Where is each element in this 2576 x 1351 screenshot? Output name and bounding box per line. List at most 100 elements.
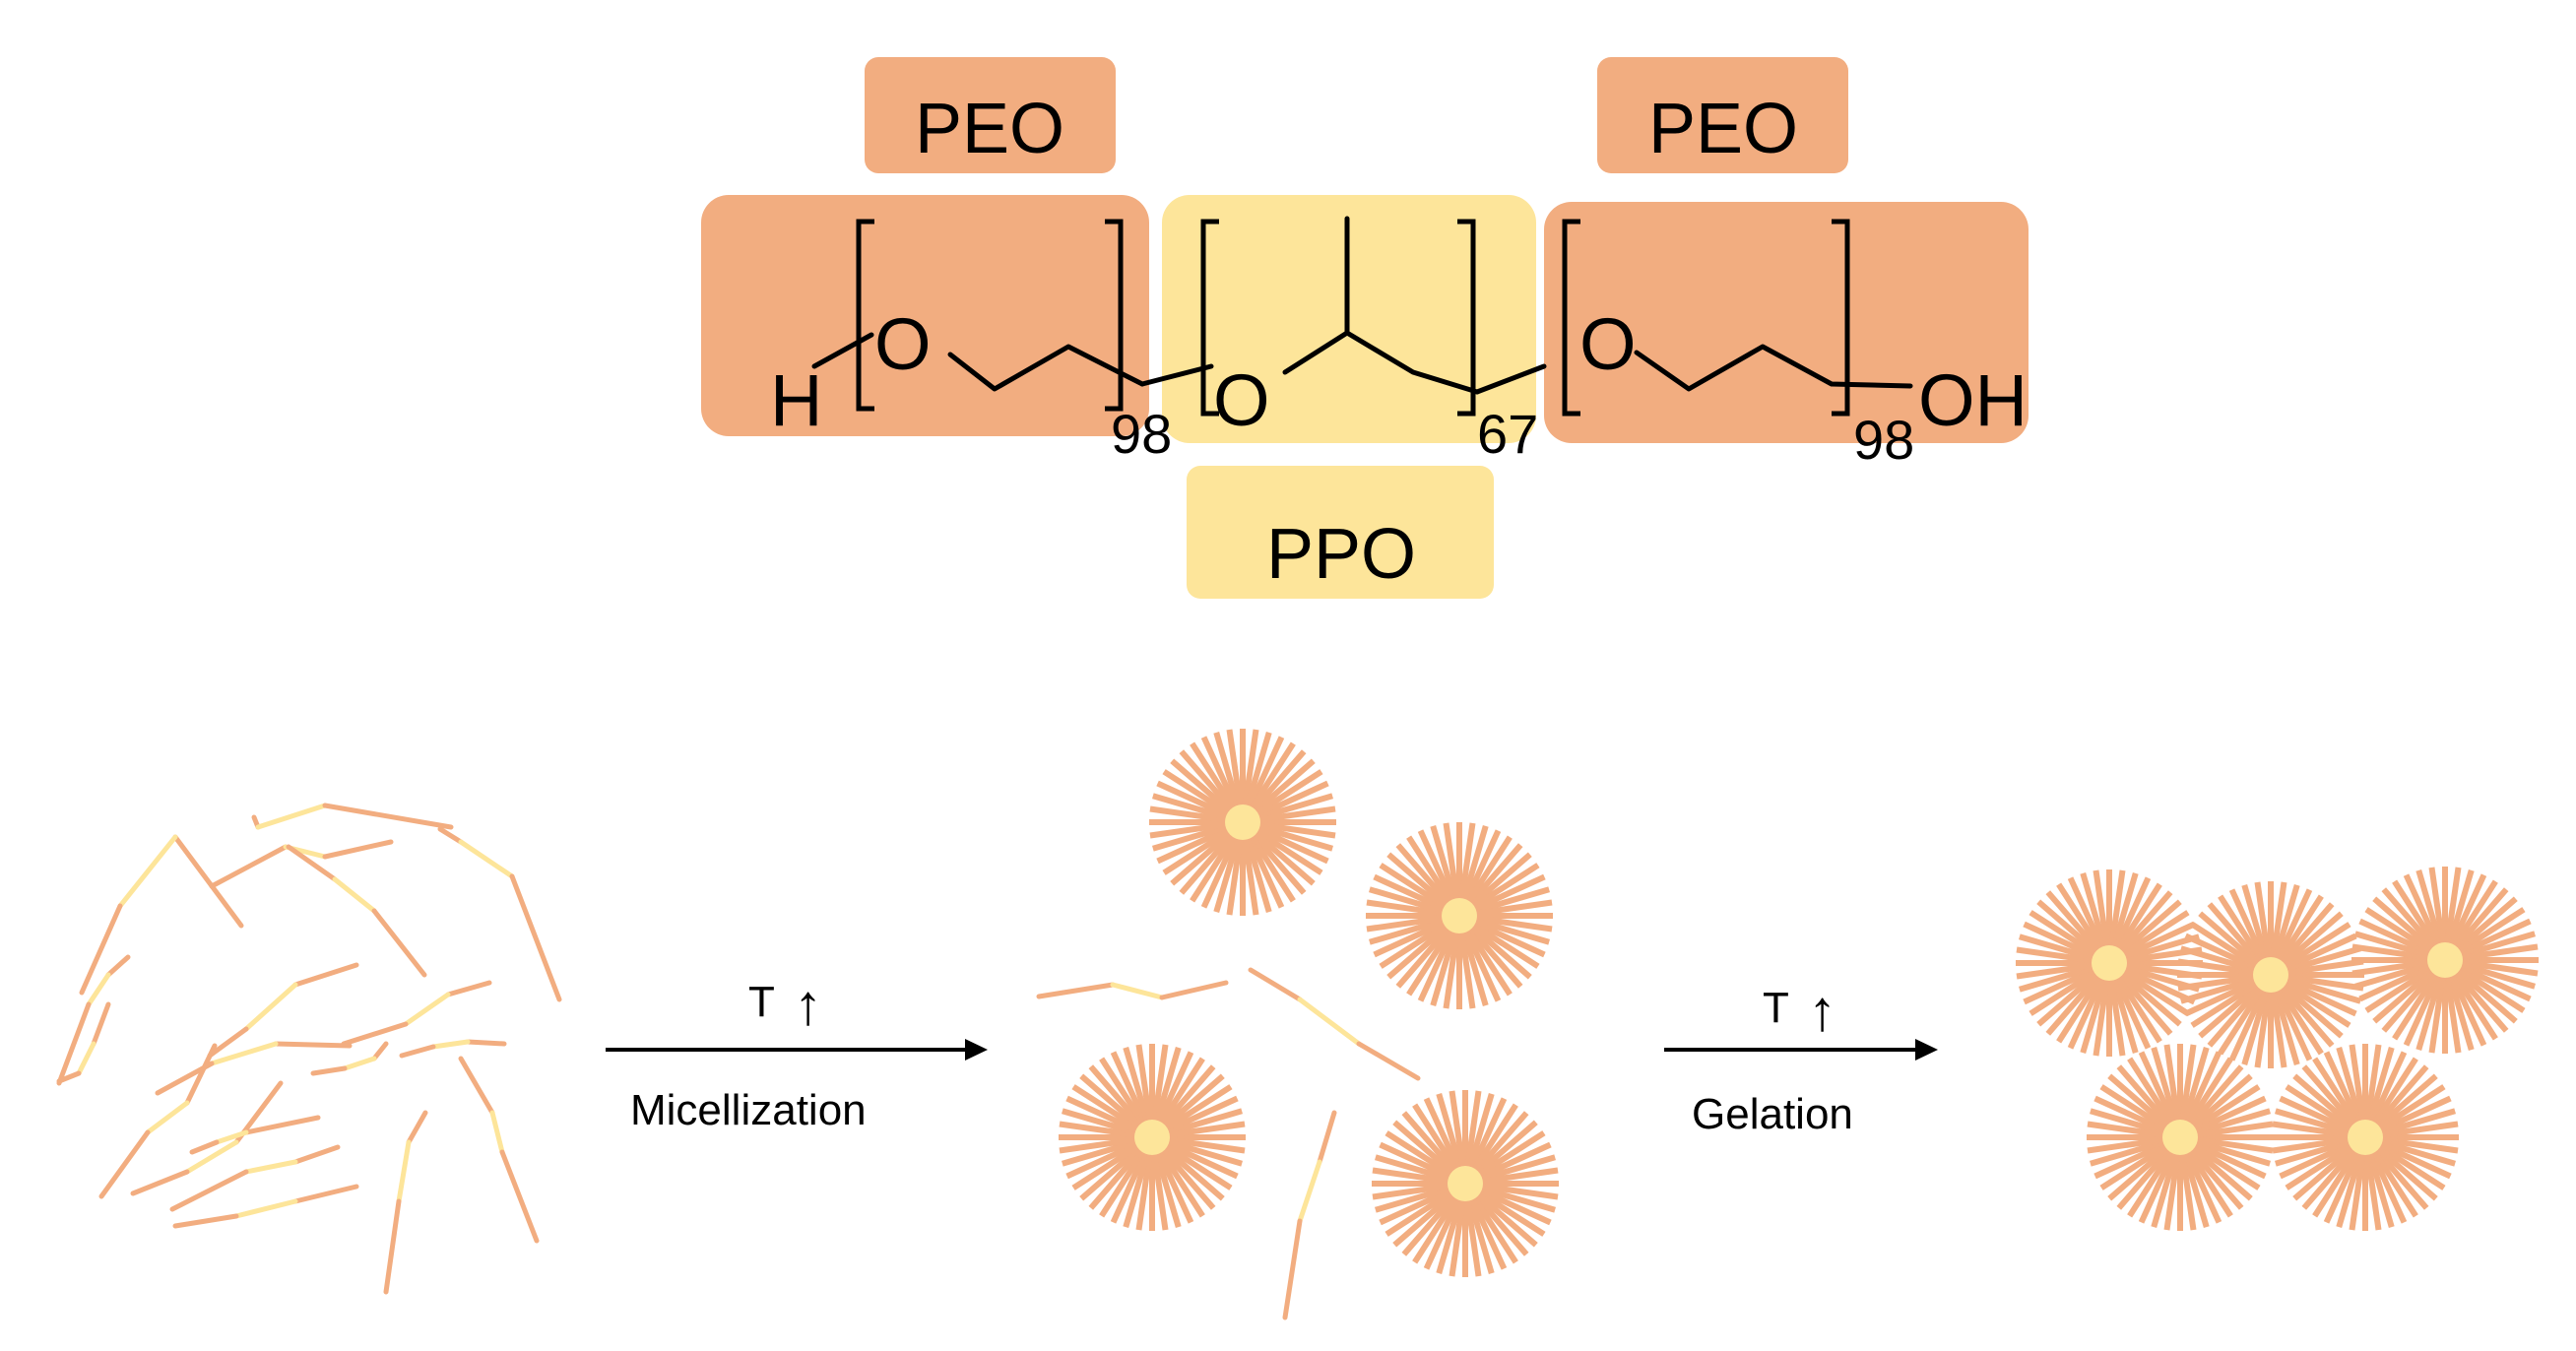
micelle-arm bbox=[1244, 736, 1285, 814]
micelle-arm bbox=[2279, 1138, 2357, 1180]
micelle-core bbox=[1134, 1120, 1170, 1155]
micelle-arm bbox=[2110, 876, 2152, 955]
micelle-arm bbox=[2363, 1044, 2382, 1127]
ppo-segment bbox=[1297, 1159, 1322, 1224]
micelle-arm bbox=[2373, 1138, 2452, 1180]
ppo-segment bbox=[76, 1041, 97, 1076]
peo-segment bbox=[207, 1026, 249, 1059]
ppo-segment bbox=[489, 1110, 505, 1155]
micelle-arm bbox=[1150, 1044, 1169, 1127]
micelle-arm bbox=[2107, 869, 2126, 953]
micelle-arm bbox=[2277, 979, 2344, 1039]
micelle-arm bbox=[2187, 1140, 2261, 1190]
micelle-arm bbox=[1160, 1095, 1239, 1136]
micelle-arm bbox=[1471, 1120, 1538, 1180]
peo-label-right: PEO bbox=[1648, 90, 1798, 168]
micelle-arm bbox=[1153, 1051, 1194, 1129]
micelle-arm bbox=[2415, 869, 2445, 951]
micelle-arm bbox=[1463, 843, 1523, 910]
micelle-arm bbox=[2349, 1044, 2367, 1127]
peo-segment bbox=[371, 1041, 389, 1062]
micelle-arm bbox=[1373, 917, 1451, 958]
micelle-arm bbox=[2178, 1147, 2197, 1231]
peo-segment bbox=[445, 980, 492, 997]
micelle-arm bbox=[2336, 1047, 2365, 1128]
micelle-arm bbox=[2138, 1145, 2179, 1224]
micelle-arm bbox=[1471, 1188, 1538, 1248]
micelle-arm bbox=[1472, 1130, 1546, 1181]
micelle bbox=[2087, 1044, 2274, 1231]
peo-segment bbox=[169, 1169, 249, 1212]
repeat-brackets bbox=[856, 219, 1850, 417]
micelle-arm bbox=[1423, 1191, 1464, 1270]
micelle-arm bbox=[1249, 758, 1316, 818]
micelle-arm bbox=[2354, 960, 2436, 990]
peo-segment bbox=[406, 1110, 428, 1145]
micelle-arm bbox=[1159, 1084, 1233, 1134]
micelle-arm bbox=[2280, 945, 2361, 975]
micelle-arm bbox=[1200, 830, 1242, 909]
chemical-structure: PEO PEO PPO H O O O OH 98 67 98 bbox=[701, 57, 2029, 599]
micelle-core bbox=[2162, 1120, 2198, 1155]
ppo-segment bbox=[214, 1129, 249, 1145]
micelle-arm bbox=[2180, 945, 2262, 975]
micelle-arm bbox=[2116, 1143, 2176, 1210]
micelle-arm bbox=[2023, 964, 2101, 1005]
micelle-arm bbox=[2112, 970, 2162, 1044]
micelle-arm bbox=[2181, 1145, 2222, 1224]
micelle-arm bbox=[2180, 1047, 2210, 1128]
unimer-chains bbox=[56, 803, 562, 1295]
micelle-arm bbox=[1466, 1097, 1508, 1176]
micelle-arm bbox=[2177, 973, 2261, 992]
micelle-arm bbox=[2115, 967, 2182, 1027]
micelle-arm bbox=[1468, 1190, 1518, 1264]
residual-chains bbox=[1036, 967, 1421, 1320]
micelle-arm bbox=[1406, 835, 1456, 909]
micelle-arm bbox=[1241, 832, 1259, 916]
micelle-arm bbox=[2127, 1144, 2177, 1218]
micelle-arm bbox=[1375, 1154, 1456, 1184]
micelle-arm bbox=[2392, 967, 2442, 1041]
bond-peo-left bbox=[811, 332, 1145, 392]
micelle-arm bbox=[1395, 843, 1455, 910]
micelle-arm bbox=[1149, 820, 1233, 839]
peo-segment bbox=[79, 903, 123, 996]
micelle-arm bbox=[1436, 1192, 1465, 1274]
micelle-arm bbox=[2186, 1141, 2253, 1201]
unimer-chain bbox=[98, 1043, 218, 1199]
micelle-arm bbox=[2354, 931, 2436, 960]
unimer-chain bbox=[56, 954, 131, 1086]
micelle-arm bbox=[2292, 1141, 2359, 1201]
micelle-arm bbox=[2272, 1135, 2355, 1154]
micelle-arm bbox=[2349, 1147, 2367, 1231]
micelle-arm bbox=[2428, 970, 2447, 1054]
micelle-arm bbox=[2448, 967, 2498, 1041]
peo-segment bbox=[292, 1184, 359, 1204]
unimer-chain bbox=[383, 1110, 428, 1295]
micelle-arm bbox=[2374, 1137, 2456, 1167]
peo-segment bbox=[499, 1149, 540, 1244]
micelle-arm bbox=[2336, 1146, 2365, 1228]
micelle-arm bbox=[2375, 1121, 2459, 1139]
peo-segment bbox=[310, 1065, 348, 1076]
micelle-arm bbox=[1160, 1138, 1239, 1180]
micelle-arm bbox=[1244, 830, 1285, 909]
peo-segment bbox=[209, 844, 289, 889]
micelle-arm bbox=[1467, 873, 1546, 915]
micelle-arm bbox=[1152, 793, 1234, 822]
micelle-arm bbox=[2190, 1135, 2274, 1154]
micelle-arm bbox=[1088, 1064, 1148, 1131]
peo-segment bbox=[1248, 967, 1303, 1002]
micelle-arm bbox=[2116, 966, 2190, 1016]
peo-segment bbox=[322, 803, 454, 830]
micelle-arm bbox=[2301, 1143, 2361, 1210]
micelle-arm bbox=[2363, 1147, 2382, 1231]
micelle-arm bbox=[2207, 981, 2267, 1048]
micelle-arm bbox=[1156, 823, 1235, 865]
peo-segment bbox=[189, 1139, 220, 1155]
micelle-core bbox=[2427, 942, 2463, 978]
micelle-arm bbox=[2323, 1051, 2364, 1129]
micelle-arm bbox=[2090, 1108, 2171, 1137]
subscript-peo-right: 98 bbox=[1853, 409, 1914, 471]
micelle-arm bbox=[1469, 899, 1553, 918]
